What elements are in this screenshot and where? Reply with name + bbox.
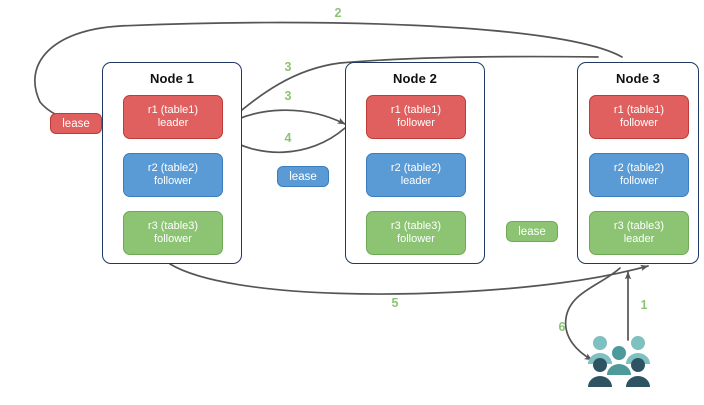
replica-name: r3 (table3)	[613, 219, 665, 232]
replica-role: follower	[154, 175, 192, 187]
edge-step-5	[169, 263, 649, 295]
step-label-3b: 3	[284, 89, 292, 103]
lease-badge-green[interactable]: lease	[506, 221, 558, 242]
replica-role: follower	[397, 233, 435, 245]
node-card-node3[interactable]: Node 3 r1 (table1) follower r2 (table2) …	[577, 62, 699, 264]
replica-name: r3 (table3)	[147, 219, 199, 232]
replica-node3-r3[interactable]: r3 (table3) leader	[589, 211, 689, 255]
node-card-node2[interactable]: Node 2 r1 (table1) follower r2 (table2) …	[345, 62, 485, 264]
replica-role: leader	[623, 233, 655, 245]
replica-name: r3 (table3)	[390, 219, 442, 232]
replica-role: leader	[157, 117, 189, 129]
lease-label: lease	[62, 117, 90, 130]
replica-name: r2 (table2)	[613, 161, 665, 174]
users-icon	[588, 336, 650, 387]
lease-badge-blue[interactable]: lease	[277, 166, 329, 187]
replica-node2-r3[interactable]: r3 (table3) follower	[366, 211, 466, 255]
node-title: Node 1	[150, 71, 194, 86]
replica-node2-r2[interactable]: r2 (table2) leader	[366, 153, 466, 197]
replica-role: leader	[400, 175, 432, 187]
replica-name: r1 (table1)	[613, 103, 665, 116]
replica-node2-r1[interactable]: r1 (table1) follower	[366, 95, 466, 139]
replica-role: follower	[154, 233, 192, 245]
replica-role: follower	[397, 117, 435, 129]
step-label-3a: 3	[284, 60, 292, 74]
lease-badge-red[interactable]: lease	[50, 113, 102, 134]
step-label-6: 6	[558, 320, 566, 334]
replica-role: follower	[620, 175, 658, 187]
replica-node3-r2[interactable]: r2 (table2) follower	[589, 153, 689, 197]
replica-name: r1 (table1)	[147, 103, 199, 116]
replica-node1-r1[interactable]: r1 (table1) leader	[123, 95, 223, 139]
replica-node1-r3[interactable]: r3 (table3) follower	[123, 211, 223, 255]
node-card-node1[interactable]: Node 1 r1 (table1) leader r2 (table2) fo…	[102, 62, 242, 264]
step-label-1: 1	[640, 298, 648, 312]
replica-name: r1 (table1)	[390, 103, 442, 116]
replica-role: follower	[620, 117, 658, 129]
replica-node3-r1[interactable]: r1 (table1) follower	[589, 95, 689, 139]
node-title: Node 3	[616, 71, 660, 86]
step-label-5: 5	[391, 296, 399, 310]
lease-label: lease	[518, 225, 546, 238]
replica-name: r2 (table2)	[390, 161, 442, 174]
replica-name: r2 (table2)	[147, 161, 199, 174]
lease-label: lease	[289, 170, 317, 183]
step-label-4: 4	[284, 131, 292, 145]
step-label-2: 2	[334, 6, 342, 20]
replica-node1-r2[interactable]: r2 (table2) follower	[123, 153, 223, 197]
node-title: Node 2	[393, 71, 437, 86]
